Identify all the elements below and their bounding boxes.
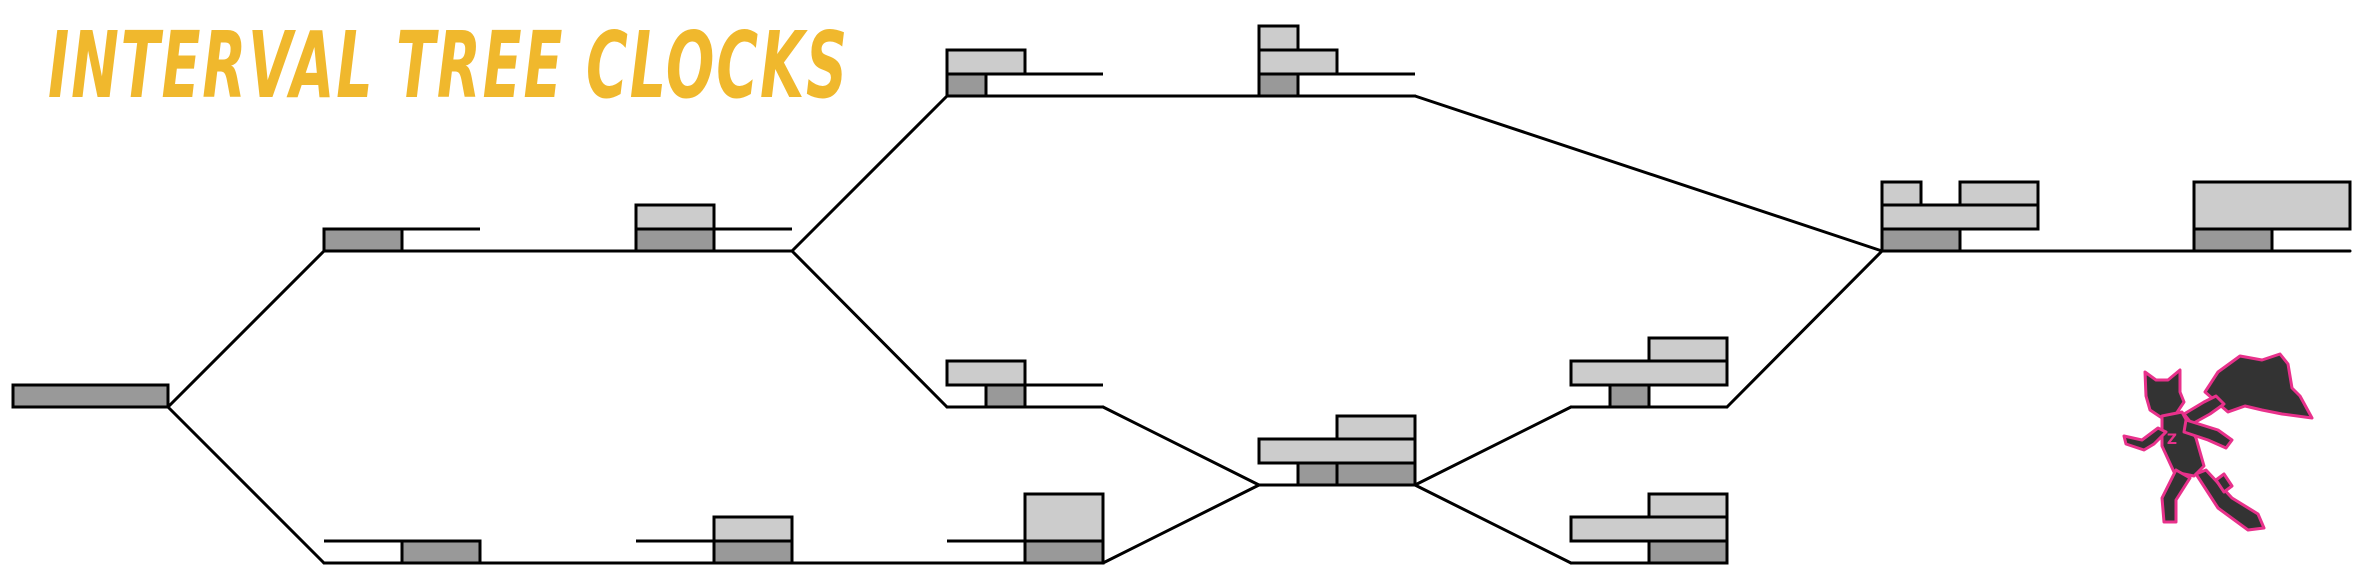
clock-stamp-upper-2 bbox=[634, 203, 792, 253]
edge-fork-center-down bbox=[1413, 483, 1573, 565]
edge-join-right bbox=[1725, 249, 1884, 409]
event-bar bbox=[1569, 515, 1729, 543]
event-bar-upper-right bbox=[1958, 180, 2040, 207]
id-bar bbox=[400, 539, 482, 565]
id-bar bbox=[2192, 227, 2274, 253]
event-bar bbox=[2192, 180, 2352, 231]
id-bar-right bbox=[1335, 461, 1417, 487]
clock-stamp-bottom-3 bbox=[947, 492, 1105, 565]
id-bar bbox=[1647, 539, 1729, 565]
event-bar bbox=[945, 48, 1027, 76]
clock-stamp-center bbox=[1257, 414, 1417, 487]
id-bar bbox=[634, 227, 716, 253]
clock-stamp-right-middle bbox=[1569, 336, 1729, 409]
event-bar bbox=[712, 515, 794, 543]
head bbox=[2143, 368, 2186, 420]
edge-join-top-right bbox=[1413, 94, 1884, 253]
event-bar bbox=[945, 359, 1027, 387]
id-bar bbox=[1880, 227, 1962, 253]
clock-stamp-top-2 bbox=[1257, 24, 1415, 98]
event-bar bbox=[1257, 437, 1417, 465]
edge-join-middle bbox=[1101, 405, 1261, 487]
id-bar bbox=[1608, 383, 1651, 409]
mascot-emblem: Z bbox=[2167, 432, 2177, 448]
edge-fork-middle bbox=[790, 249, 949, 409]
leg-right bbox=[2194, 468, 2266, 532]
id-bar bbox=[1257, 72, 1300, 98]
id-bar bbox=[11, 383, 170, 409]
dancing-cat-mascot-icon: Z bbox=[2122, 352, 2314, 532]
clock-stamp-middle-1 bbox=[945, 359, 1103, 409]
clock-stamp-upper-1 bbox=[322, 227, 480, 253]
clock-stamp-final bbox=[2192, 180, 2352, 253]
event-bar bbox=[1569, 359, 1729, 387]
page-title: INTERVAL TREE CLOCKS bbox=[48, 12, 850, 119]
id-bar bbox=[945, 72, 988, 98]
event-bar bbox=[1880, 203, 2040, 231]
id-bar-left bbox=[1296, 461, 1339, 487]
edge-fork-center-up bbox=[1413, 405, 1573, 487]
event-bar bbox=[1257, 48, 1339, 76]
event-bar bbox=[1023, 492, 1105, 543]
leg-left bbox=[2160, 468, 2192, 524]
arm-left bbox=[2122, 426, 2168, 452]
clock-stamp-bottom-2 bbox=[636, 515, 794, 565]
edge-join-bottom bbox=[1101, 483, 1261, 565]
event-bar-upper bbox=[1257, 24, 1300, 52]
clock-stamp-bottom-1 bbox=[324, 539, 482, 565]
event-bar-upper-left bbox=[1880, 180, 1923, 207]
event-bar-upper bbox=[1647, 492, 1729, 519]
id-bar bbox=[1023, 539, 1105, 565]
clock-stamp-top-1 bbox=[945, 48, 1103, 98]
edge-fork-upper bbox=[166, 249, 326, 409]
cape bbox=[2203, 352, 2314, 420]
edge-fork-lower bbox=[166, 405, 326, 565]
edge-fork-top bbox=[790, 94, 949, 253]
clock-stamp-right-bottom bbox=[1569, 492, 1729, 565]
foot bbox=[2214, 472, 2234, 494]
arm-side bbox=[2182, 418, 2234, 450]
id-bar bbox=[322, 227, 404, 253]
clock-stamp-seed bbox=[11, 383, 170, 409]
clock-stamp-joined bbox=[1880, 180, 2040, 253]
event-bar-upper bbox=[1335, 414, 1417, 441]
event-bar-upper bbox=[1647, 336, 1729, 363]
event-bar bbox=[634, 203, 716, 231]
id-bar bbox=[712, 539, 794, 565]
edges bbox=[166, 94, 2352, 565]
id-bar bbox=[984, 383, 1027, 409]
